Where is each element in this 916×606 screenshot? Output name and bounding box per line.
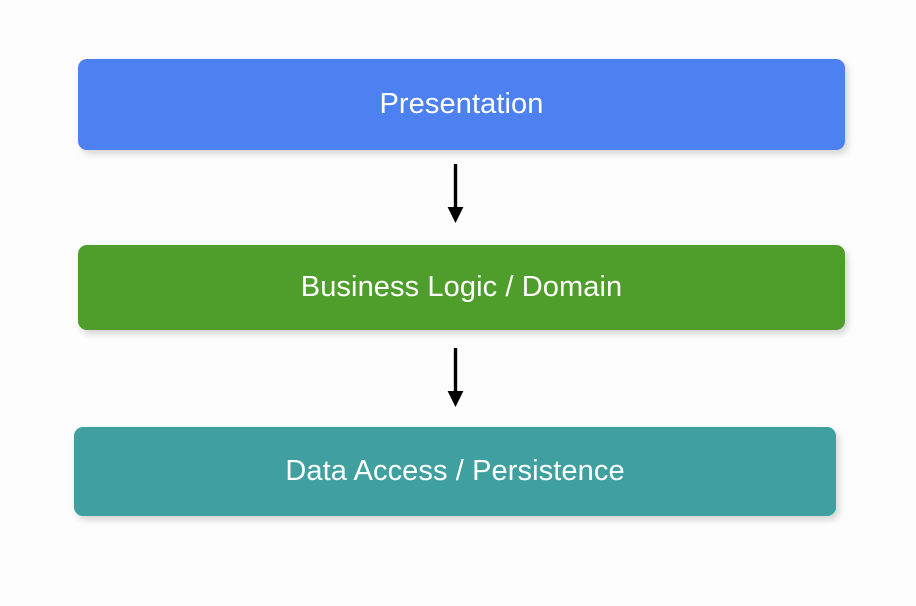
layer-box-data-access[interactable]: Data Access / Persistence (74, 427, 836, 516)
arrow-presentation-to-business (430, 160, 482, 228)
layer-label-data-access: Data Access / Persistence (285, 455, 625, 487)
layer-label-business-logic: Business Logic / Domain (300, 271, 623, 303)
layer-box-business-logic[interactable]: Business Logic / Domain (78, 245, 845, 330)
layer-label-presentation: Presentation (379, 88, 544, 120)
layer-box-presentation[interactable]: Presentation (78, 59, 845, 150)
arrow-business-to-data (430, 343, 482, 411)
